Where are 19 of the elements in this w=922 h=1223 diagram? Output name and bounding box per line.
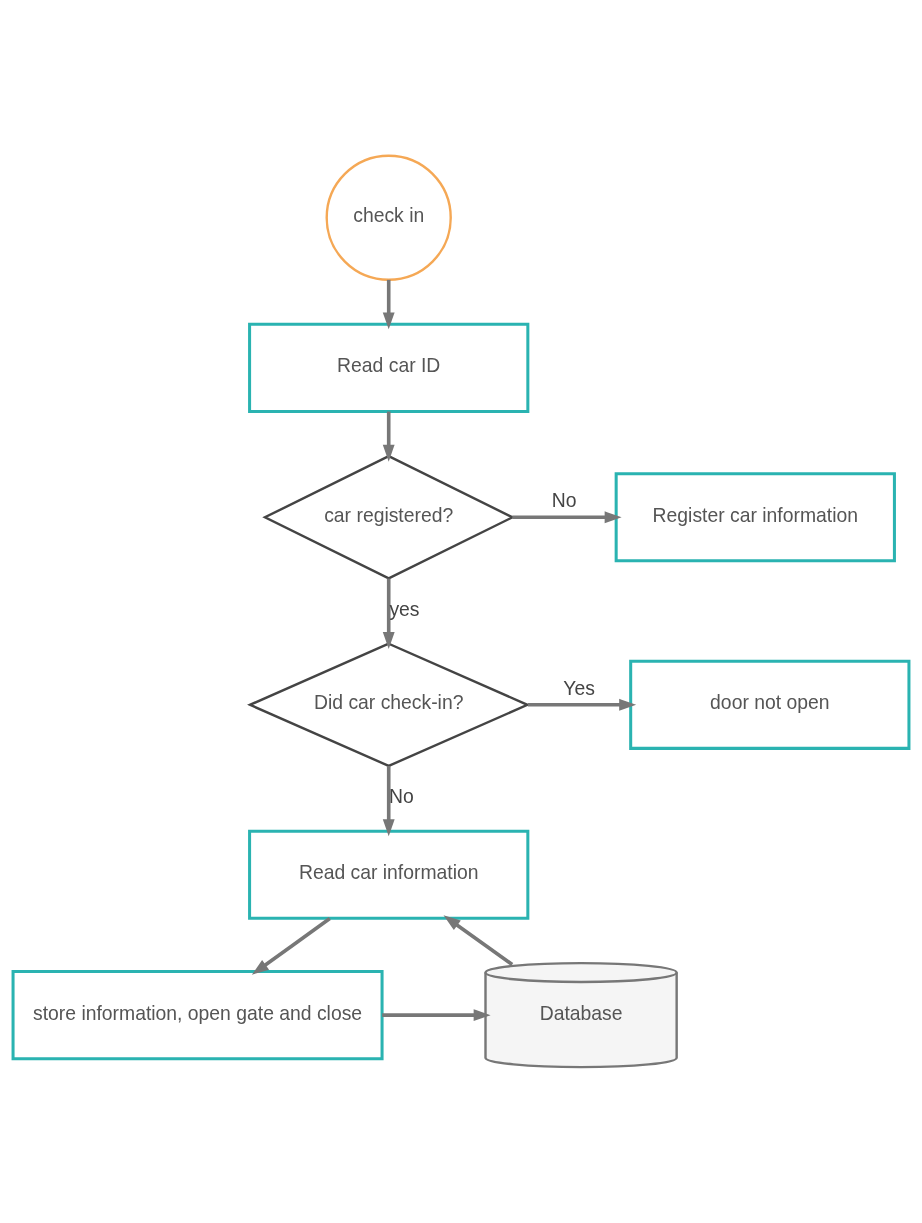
arrow <box>251 917 331 975</box>
arrow <box>382 279 395 330</box>
node-box: door not open <box>629 659 911 750</box>
arrow <box>527 698 637 711</box>
node-box: Read car information <box>248 829 530 920</box>
arrow <box>512 511 622 524</box>
edge-label: No <box>551 489 577 512</box>
arrow <box>443 915 514 967</box>
edge-label: Yes <box>563 676 595 699</box>
arrow <box>382 578 395 649</box>
node-circle: check in <box>325 154 452 281</box>
node-diamond: Did car check-in? <box>247 642 531 768</box>
arrow <box>382 766 395 837</box>
node-box: store information, open gate and close <box>11 970 384 1061</box>
node-box: Register car information <box>614 472 896 563</box>
arrow <box>382 411 395 462</box>
node-box: Read car ID <box>248 322 530 413</box>
edge-label: No <box>389 785 414 808</box>
arrow <box>382 1009 491 1022</box>
